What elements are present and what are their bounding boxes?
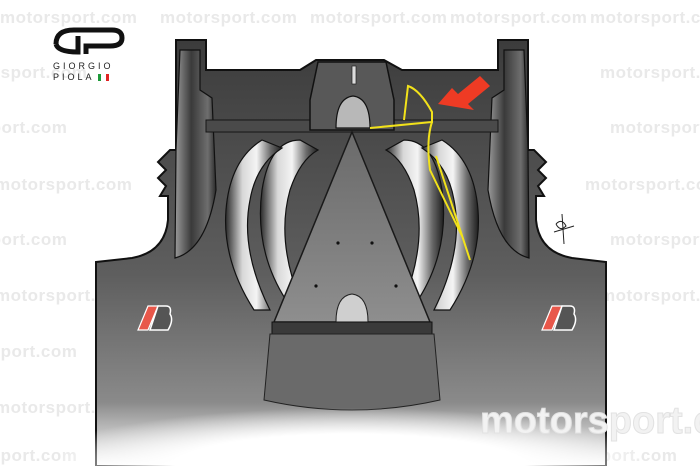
highlight-outline (369, 84, 471, 261)
logo-line-1: GIORGIO (53, 61, 114, 71)
artist-signature (553, 213, 575, 245)
logo-line-2: PIOLA (53, 72, 95, 82)
tyre-logo-right (541, 305, 577, 331)
flag-red (105, 74, 109, 81)
logo-text: GIORGIO PIOLA (53, 61, 114, 83)
red-arrow (438, 76, 490, 110)
tyre-logo-left (137, 305, 173, 331)
giorgio-piola-logo-icon (53, 27, 125, 55)
flag-white (101, 74, 105, 81)
logo-line-2-wrapper: PIOLA (53, 72, 114, 83)
flag-green (97, 74, 101, 81)
